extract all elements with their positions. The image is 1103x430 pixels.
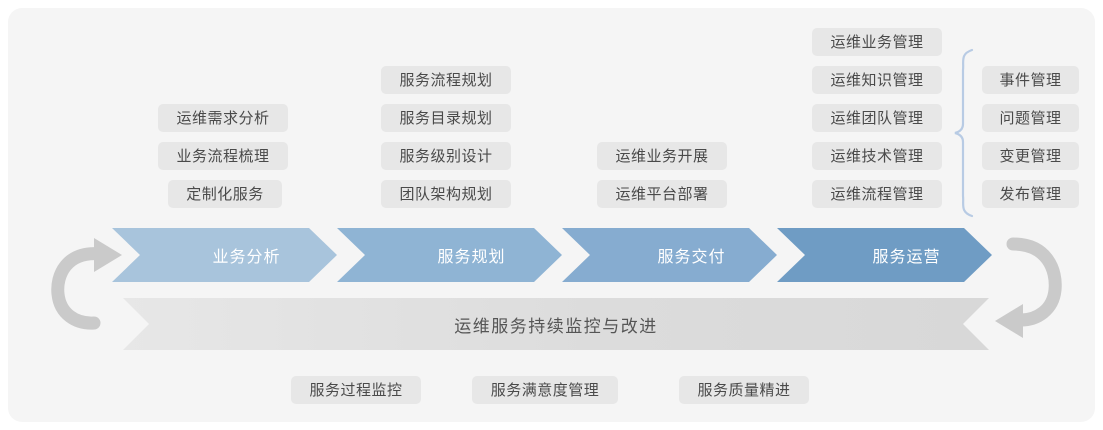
- bottom-tag-1[interactable]: 服务满意度管理: [472, 376, 618, 404]
- tag-service-operation-2[interactable]: 运维团队管理: [812, 104, 942, 132]
- tag-process-detail-0[interactable]: 事件管理: [982, 66, 1079, 94]
- tag-service-delivery-0[interactable]: 运维业务开展: [597, 142, 727, 170]
- tag-service-planning-0[interactable]: 服务流程规划: [381, 66, 511, 94]
- tag-service-planning-2[interactable]: 服务级别设计: [381, 142, 511, 170]
- tag-business-analysis-0[interactable]: 运维需求分析: [158, 104, 288, 132]
- refresh-ccw-icon: [44, 228, 126, 343]
- process-detail-brace: [952, 48, 978, 218]
- bottom-tag-0[interactable]: 服务过程监控: [291, 376, 421, 404]
- stage-label-service-planning: 服务规划: [437, 249, 506, 266]
- tag-process-detail-3[interactable]: 发布管理: [982, 180, 1079, 208]
- stage-chevron-business-analysis[interactable]: 业务分析: [112, 228, 337, 282]
- tag-process-detail-1[interactable]: 问题管理: [982, 104, 1079, 132]
- tag-service-delivery-1[interactable]: 运维平台部署: [597, 180, 727, 208]
- stage-label-business-analysis: 业务分析: [212, 249, 281, 266]
- tag-service-planning-1[interactable]: 服务目录规划: [381, 104, 511, 132]
- stage-label-service-operation: 服务运营: [872, 249, 941, 266]
- continuous-improvement-label: 运维服务持续监控与改进: [454, 316, 658, 336]
- tag-service-operation-3[interactable]: 运维技术管理: [812, 142, 942, 170]
- bottom-tag-2[interactable]: 服务质量精进: [679, 376, 809, 404]
- refresh-cw-icon: [985, 228, 1067, 343]
- tag-process-detail-2[interactable]: 变更管理: [982, 142, 1079, 170]
- tag-service-planning-3[interactable]: 团队架构规划: [381, 180, 511, 208]
- continuous-improvement-banner: 运维服务持续监控与改进: [123, 298, 989, 350]
- tag-service-operation-1[interactable]: 运维知识管理: [812, 66, 942, 94]
- tag-service-operation-4[interactable]: 运维流程管理: [812, 180, 942, 208]
- stage-label-service-delivery: 服务交付: [657, 249, 726, 266]
- tag-business-analysis-2[interactable]: 定制化服务: [168, 180, 282, 208]
- tag-service-operation-0[interactable]: 运维业务管理: [812, 28, 942, 56]
- tag-business-analysis-1[interactable]: 业务流程梳理: [158, 142, 288, 170]
